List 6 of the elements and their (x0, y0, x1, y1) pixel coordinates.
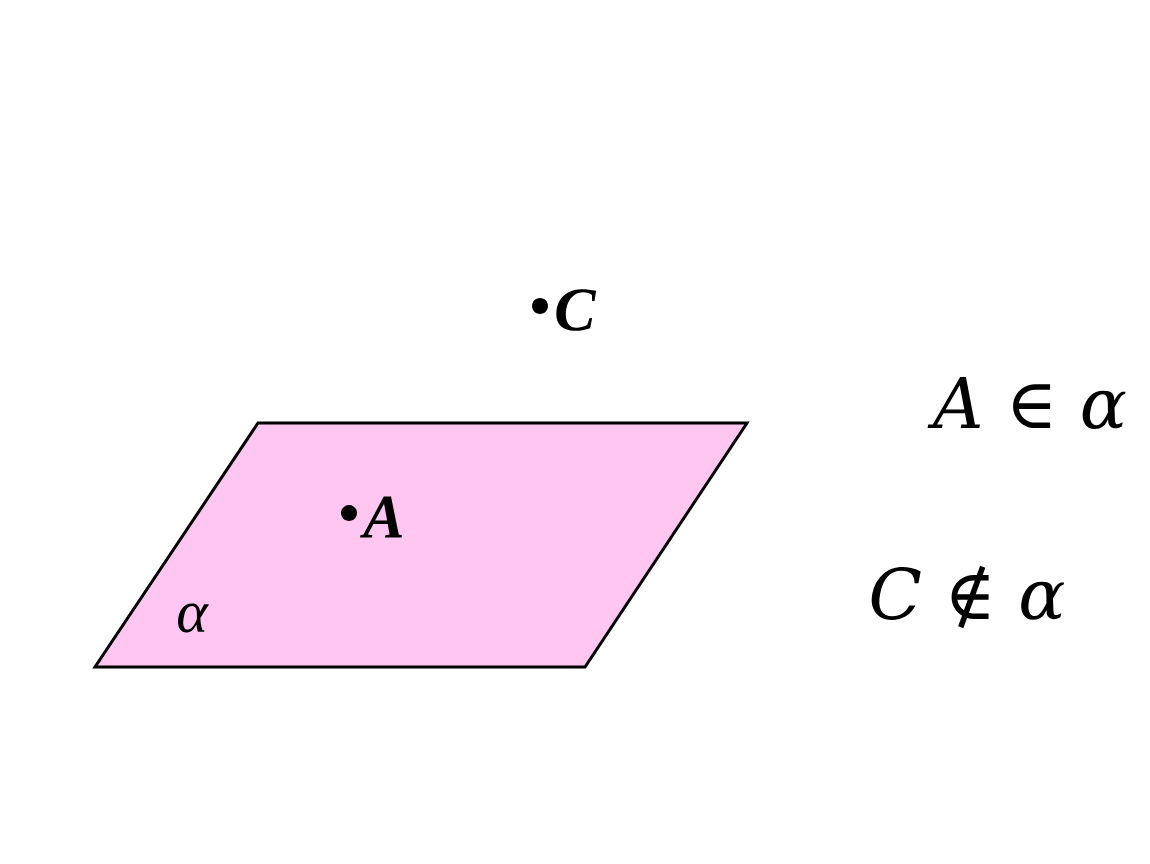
relation-formula: A ∈ α (927, 377, 1126, 429)
node-label: A (359, 496, 403, 538)
node-label: C (556, 289, 597, 331)
point: A (341, 496, 402, 538)
point: C (532, 289, 597, 331)
relation-formula: C ∉ α (871, 565, 1065, 629)
